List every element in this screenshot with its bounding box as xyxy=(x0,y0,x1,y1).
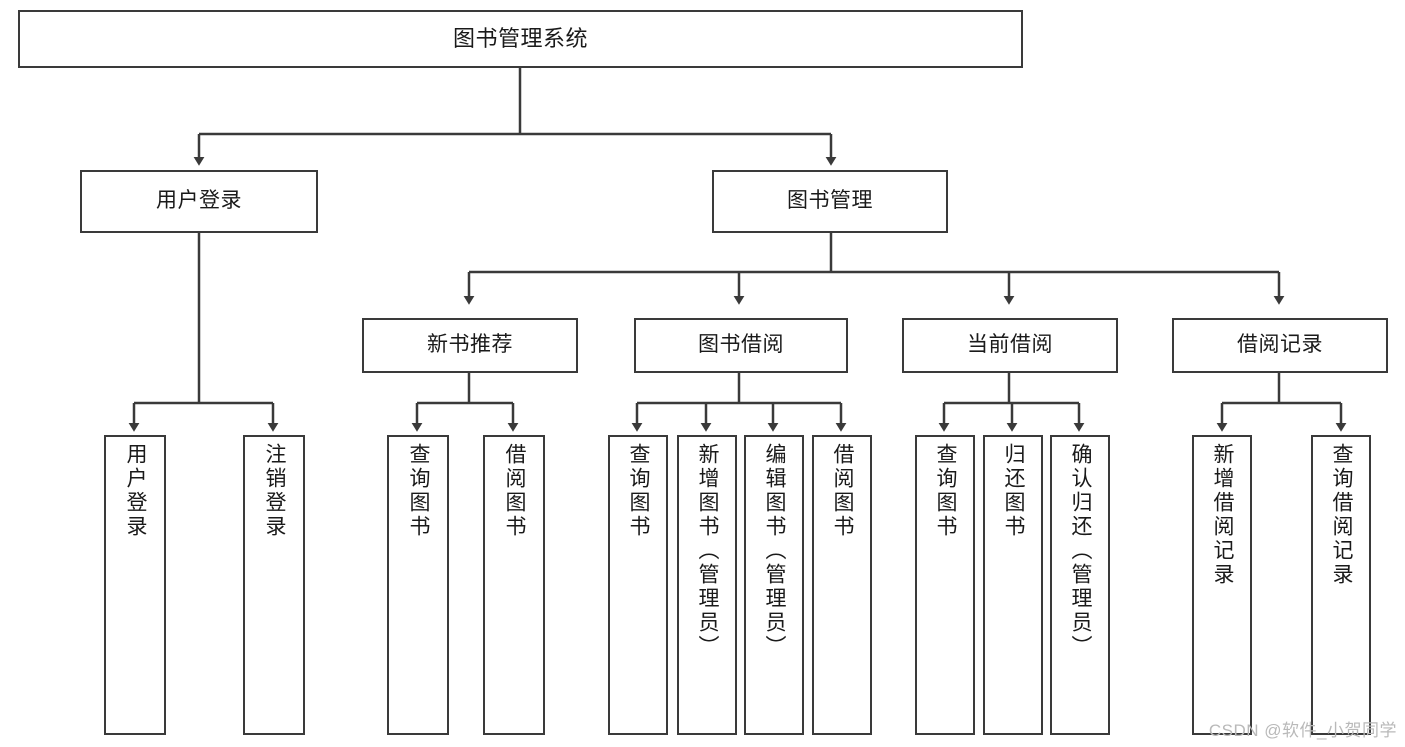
node-leaf-borrow-book-2[interactable]: 借阅图书 xyxy=(812,435,872,735)
node-leaf-logout[interactable]: 注销登录 xyxy=(243,435,305,735)
node-book-borrow[interactable]: 图书借阅 xyxy=(634,318,848,373)
node-label: 借阅记录 xyxy=(1237,333,1323,357)
node-label: 查询图书 xyxy=(627,443,651,539)
node-label: 查询借阅记录 xyxy=(1330,443,1354,587)
node-label: 查询图书 xyxy=(407,443,431,539)
node-label: 借阅图书 xyxy=(831,443,855,539)
node-borrow-record[interactable]: 借阅记录 xyxy=(1172,318,1388,373)
node-label: 图书借阅 xyxy=(698,333,784,357)
node-label: 查询图书 xyxy=(934,443,958,539)
node-leaf-add-book[interactable]: 新增图书（管理员） xyxy=(677,435,737,735)
node-book-management[interactable]: 图书管理 xyxy=(712,170,948,233)
node-leaf-borrow-book-1[interactable]: 借阅图书 xyxy=(483,435,545,735)
node-leaf-user-login[interactable]: 用户登录 xyxy=(104,435,166,735)
node-leaf-edit-book[interactable]: 编辑图书（管理员） xyxy=(744,435,804,735)
csdn-watermark: CSDN @软件_小贺同学 xyxy=(1208,721,1397,740)
node-label: 图书管理系统 xyxy=(452,26,588,52)
node-leaf-return-book[interactable]: 归还图书 xyxy=(983,435,1043,735)
node-leaf-add-record[interactable]: 新增借阅记录 xyxy=(1192,435,1252,735)
node-label: 归还图书 xyxy=(1002,443,1026,539)
node-label: 图书管理 xyxy=(787,189,873,213)
node-leaf-query-book-3[interactable]: 查询图书 xyxy=(915,435,975,735)
node-leaf-query-book-2[interactable]: 查询图书 xyxy=(608,435,668,735)
node-label: 编辑图书（管理员） xyxy=(763,443,787,659)
node-current-borrow[interactable]: 当前借阅 xyxy=(902,318,1118,373)
node-label: 注销登录 xyxy=(263,443,287,539)
node-label: 新增图书（管理员） xyxy=(696,443,720,659)
node-user-login[interactable]: 用户登录 xyxy=(80,170,318,233)
node-label: 确认归还（管理员） xyxy=(1069,443,1093,659)
node-label: 用户登录 xyxy=(124,443,148,539)
node-leaf-query-book-1[interactable]: 查询图书 xyxy=(387,435,449,735)
node-leaf-query-record[interactable]: 查询借阅记录 xyxy=(1311,435,1371,735)
node-root-system[interactable]: 图书管理系统 xyxy=(18,10,1023,68)
node-leaf-confirm-return[interactable]: 确认归还（管理员） xyxy=(1050,435,1110,735)
node-label: 用户登录 xyxy=(156,189,242,213)
node-label: 新书推荐 xyxy=(427,333,513,357)
node-label: 借阅图书 xyxy=(503,443,527,539)
node-new-book-recommend[interactable]: 新书推荐 xyxy=(362,318,578,373)
node-label: 当前借阅 xyxy=(967,333,1053,357)
node-label: 新增借阅记录 xyxy=(1211,443,1235,587)
